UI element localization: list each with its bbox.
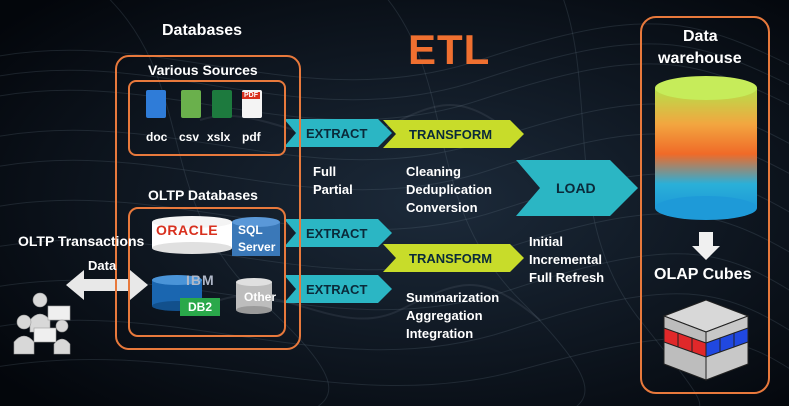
doc-file-icon xyxy=(146,90,166,118)
sql-server-label-1: SQL xyxy=(238,223,263,237)
extract-arrow-2 xyxy=(284,219,392,247)
other-db-icon xyxy=(236,278,272,314)
transform-arrow-1 xyxy=(383,120,524,148)
oltp-data-label: Data xyxy=(88,258,117,273)
various-sources-heading: Various Sources xyxy=(148,62,258,78)
file-label-doc: doc xyxy=(146,130,168,144)
load-arrow xyxy=(516,160,638,216)
transform-arrow-2 xyxy=(383,244,524,272)
sql-server-label-2: Server xyxy=(238,240,276,254)
transform-label-2: TRANSFORM xyxy=(409,251,493,266)
oracle-label: ORACLE xyxy=(156,222,219,238)
load-label: LOAD xyxy=(556,180,596,196)
databases-box xyxy=(115,55,301,350)
transform-note-deduplication: Deduplication xyxy=(406,182,492,197)
transform-label-1: TRANSFORM xyxy=(409,127,493,142)
ibm-label: IBM xyxy=(186,272,215,288)
transform-note-summarization: Summarization xyxy=(406,290,500,305)
transform-note-conversion: Conversion xyxy=(406,200,478,215)
warehouse-cylinder xyxy=(655,76,757,220)
extract-label-3: EXTRACT xyxy=(306,282,368,297)
warehouse-label-2: warehouse xyxy=(658,50,742,67)
extract-note-partial: Partial xyxy=(313,182,353,197)
file-label-csv: csv xyxy=(179,130,200,144)
transform-note-cleaning: Cleaning xyxy=(406,164,461,179)
extract-label-1: EXTRACT xyxy=(306,126,368,141)
oracle-db-icon xyxy=(152,216,232,254)
file-label-pdf: pdf xyxy=(242,130,261,144)
extract-arrow-3 xyxy=(284,275,392,303)
transform-note-integration: Integration xyxy=(406,326,474,341)
down-arrow xyxy=(692,232,720,260)
extract-arrow-1 xyxy=(284,119,392,147)
databases-heading: Databases xyxy=(162,22,243,39)
extract-label-2: EXTRACT xyxy=(306,226,368,241)
olap-cube-icon xyxy=(662,299,750,381)
warehouse-box xyxy=(640,16,770,394)
users-icon xyxy=(13,292,71,355)
various-sources-box xyxy=(128,80,286,156)
load-note-full-refresh: Full Refresh xyxy=(529,270,605,285)
warehouse-label-1: Data xyxy=(683,28,718,45)
other-label: Other xyxy=(244,290,277,304)
etl-title: ETL xyxy=(408,26,491,73)
oltp-databases-heading: OLTP Databases xyxy=(148,187,258,203)
file-label-xslx: xslx xyxy=(207,130,231,144)
pdf-badge: PDF xyxy=(242,92,260,99)
load-note-incremental: Incremental xyxy=(529,252,602,267)
sql-server-db-icon xyxy=(232,217,280,256)
csv-file-icon xyxy=(181,90,201,118)
oltp-transactions-label: OLTP Transactions xyxy=(18,233,145,249)
load-note-initial: Initial xyxy=(529,234,563,249)
oltp-double-arrow xyxy=(66,270,148,300)
pdf-file-icon: PDF xyxy=(242,90,262,118)
xlsx-file-icon xyxy=(212,90,232,118)
olap-cubes-label: OLAP Cubes xyxy=(654,266,752,283)
oltp-databases-box xyxy=(128,207,286,337)
db2-badge: DB2 xyxy=(180,298,221,316)
transform-note-aggregation: Aggregation xyxy=(406,308,483,323)
extract-note-full: Full xyxy=(313,164,337,179)
